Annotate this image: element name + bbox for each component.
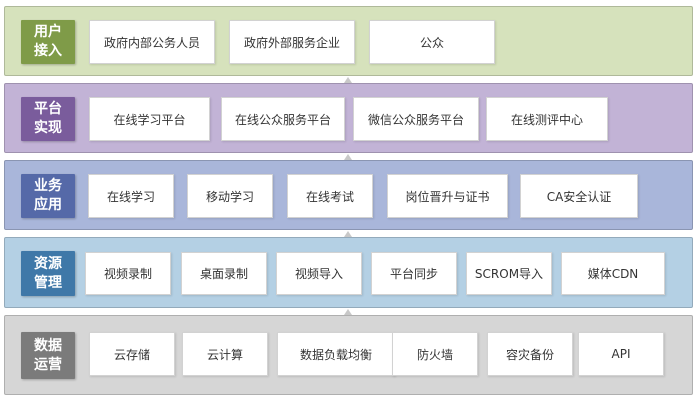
layer-label-line1: 数据 [34,337,62,354]
layer-label-line2: 应用 [34,197,62,213]
item-desktop-recording: 桌面录制 [181,252,267,295]
item-scrom-import: SCROM导入 [466,252,552,295]
item-online-learning: 在线学习 [88,174,174,218]
item-media-cdn: 媒体CDN [561,252,665,295]
layer-label-line2: 管理 [34,274,62,291]
layer-platform: 平台 实现 在线学习平台 在线公众服务平台 微信公众服务平台 在线测评中心 [4,83,693,153]
layer-label-user-access: 用户 接入 [21,20,75,64]
layer-resource-management: 资源 管理 视频录制 桌面录制 视频导入 平台同步 SCROM导入 媒体CDN [4,237,693,308]
layer-user-access: 用户 接入 政府内部公务人员 政府外部服务企业 公众 [4,6,693,76]
layer-label-line1: 用户 [34,24,62,40]
layer-label-data-operations: 数据 运营 [21,332,75,379]
connector-arrow-4 [344,308,352,315]
item-online-exam: 在线考试 [287,174,373,218]
layer-label-line2: 运营 [34,356,62,373]
item-gov-external-enterprise: 政府外部服务企业 [229,20,355,64]
layer-label-line1: 业务 [34,178,62,194]
item-promotion-certificate: 岗位晋升与证书 [387,174,508,218]
layer-label-line2: 接入 [34,43,62,59]
item-ca-security-auth: CA安全认证 [520,174,638,218]
item-online-public-service-platform: 在线公众服务平台 [221,97,345,141]
connector-arrow-icon [344,77,352,83]
item-cloud-storage: 云存储 [89,332,175,376]
item-firewall: 防火墙 [392,332,478,376]
item-api: API [578,332,664,376]
layer-label-resource-management: 资源 管理 [21,251,75,296]
item-mobile-learning: 移动学习 [187,174,273,218]
layer-label-line1: 平台 [34,101,62,117]
item-online-assessment-center: 在线测评中心 [486,97,608,141]
item-platform-sync: 平台同步 [371,252,457,295]
connector-arrow-3 [344,230,352,237]
connector-arrow-2 [344,153,352,160]
item-data-load-balancing: 数据负载均衡 [277,332,395,376]
layer-label-platform: 平台 实现 [21,97,75,141]
item-video-recording: 视频录制 [85,252,171,295]
item-wechat-public-service-platform: 微信公众服务平台 [353,97,479,141]
item-online-learning-platform: 在线学习平台 [89,97,210,141]
layer-data-operations: 数据 运营 云存储 云计算 数据负载均衡 防火墙 容灾备份 API [4,315,693,395]
item-disaster-backup: 容灾备份 [487,332,573,376]
connector-arrow-icon [344,154,352,160]
layer-label-business-app: 业务 应用 [21,174,75,218]
connector-arrow-1 [344,76,352,83]
item-video-import: 视频导入 [276,252,362,295]
connector-arrow-icon [344,309,352,315]
connector-arrow-icon [344,231,352,237]
item-cloud-computing: 云计算 [182,332,268,376]
layer-label-line1: 资源 [34,255,62,272]
item-public: 公众 [369,20,495,64]
item-gov-internal-staff: 政府内部公务人员 [89,20,215,64]
layer-business-app: 业务 应用 在线学习 移动学习 在线考试 岗位晋升与证书 CA安全认证 [4,160,693,230]
layer-label-line2: 实现 [34,120,62,136]
